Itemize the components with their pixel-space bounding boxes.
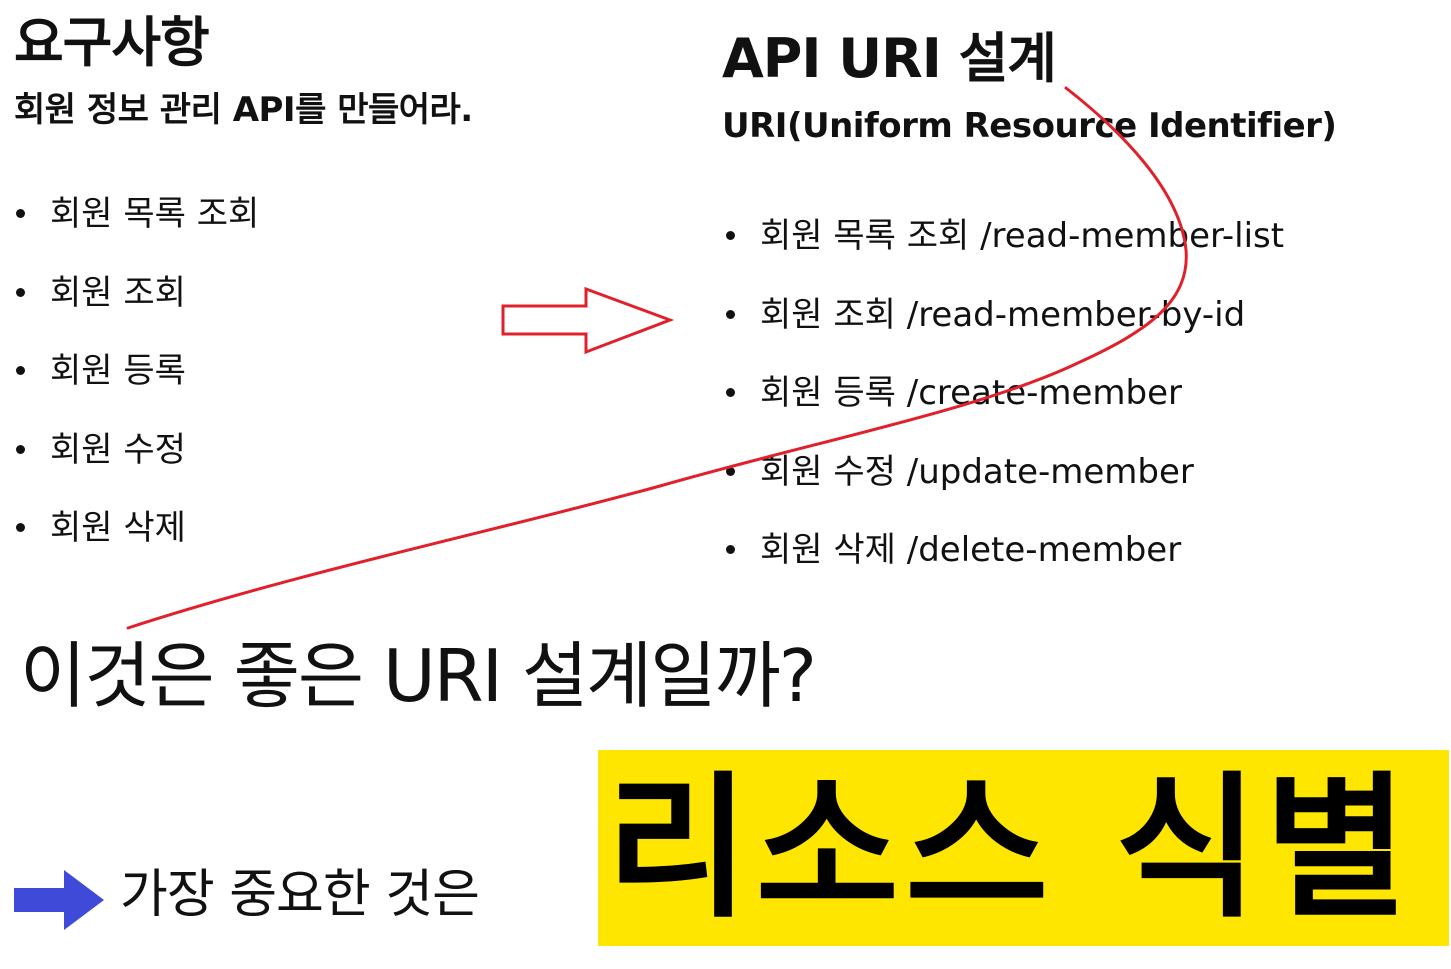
list-item: 회원 조회 /read-member-by-id <box>724 293 1284 372</box>
list-item-label: 회원 목록 조회 /read-member-list <box>760 216 1285 256</box>
requirements-subtitle: 회원 정보 관리 API를 만들어라. <box>14 90 473 130</box>
list-item: 회원 삭제 /delete-member <box>724 528 1284 607</box>
list-item: 회원 목록 조회 <box>14 192 259 271</box>
list-item-label: 회원 등록 /create-member <box>760 373 1183 413</box>
bullet-icon <box>16 287 25 297</box>
list-item-label: 회원 삭제 <box>50 508 186 548</box>
list-item-label: 회원 삭제 /delete-member <box>760 530 1182 570</box>
list-item: 회원 수정 <box>14 428 259 507</box>
bullet-icon <box>726 545 735 554</box>
bullet-icon <box>16 523 25 532</box>
right-arrow-icon <box>501 286 675 355</box>
bullet-icon <box>726 466 735 476</box>
list-item-label: 회원 조회 <box>50 272 186 313</box>
list-item: 회원 삭제 <box>14 506 259 585</box>
list-item-label: 회원 수정 <box>50 429 186 470</box>
api-design-subtitle: URI(Uniform Resource Identifier) <box>722 106 1337 146</box>
bullet-icon <box>16 444 25 454</box>
conclusion-lead: 가장 중요한 것은 <box>120 865 480 925</box>
bullet-icon <box>16 209 25 218</box>
list-item-label: 회원 목록 조회 <box>50 194 260 234</box>
api-design-title: API URI 설계 <box>722 27 1057 90</box>
bullet-icon <box>726 231 735 240</box>
requirements-list: 회원 목록 조회 회원 조회 회원 등록 회원 수정 회원 삭제 <box>14 192 259 585</box>
list-item-label: 회원 수정 /update-member <box>760 451 1194 492</box>
requirements-title: 요구사항 <box>14 11 210 74</box>
list-item: 회원 조회 <box>14 271 259 350</box>
uri-list: 회원 목록 조회 /read-member-list 회원 조회 /read-m… <box>724 214 1284 607</box>
list-item-label: 회원 등록 <box>50 351 186 391</box>
list-item: 회원 등록 <box>14 349 259 428</box>
bullet-icon <box>16 366 25 375</box>
highlight-box <box>598 750 1449 946</box>
right-arrow-icon <box>14 870 104 930</box>
question-heading: 이것은 좋은 URI 설계일까? <box>20 634 817 718</box>
conclusion-highlight: 리소스 식별 <box>606 757 1414 939</box>
list-item: 회원 목록 조회 /read-member-list <box>724 214 1284 293</box>
list-item-label: 회원 조회 /read-member-by-id <box>760 294 1246 335</box>
bullet-icon <box>726 388 735 397</box>
list-item: 회원 수정 /update-member <box>724 450 1284 529</box>
list-item: 회원 등록 /create-member <box>724 371 1284 450</box>
bullet-icon <box>726 309 735 319</box>
